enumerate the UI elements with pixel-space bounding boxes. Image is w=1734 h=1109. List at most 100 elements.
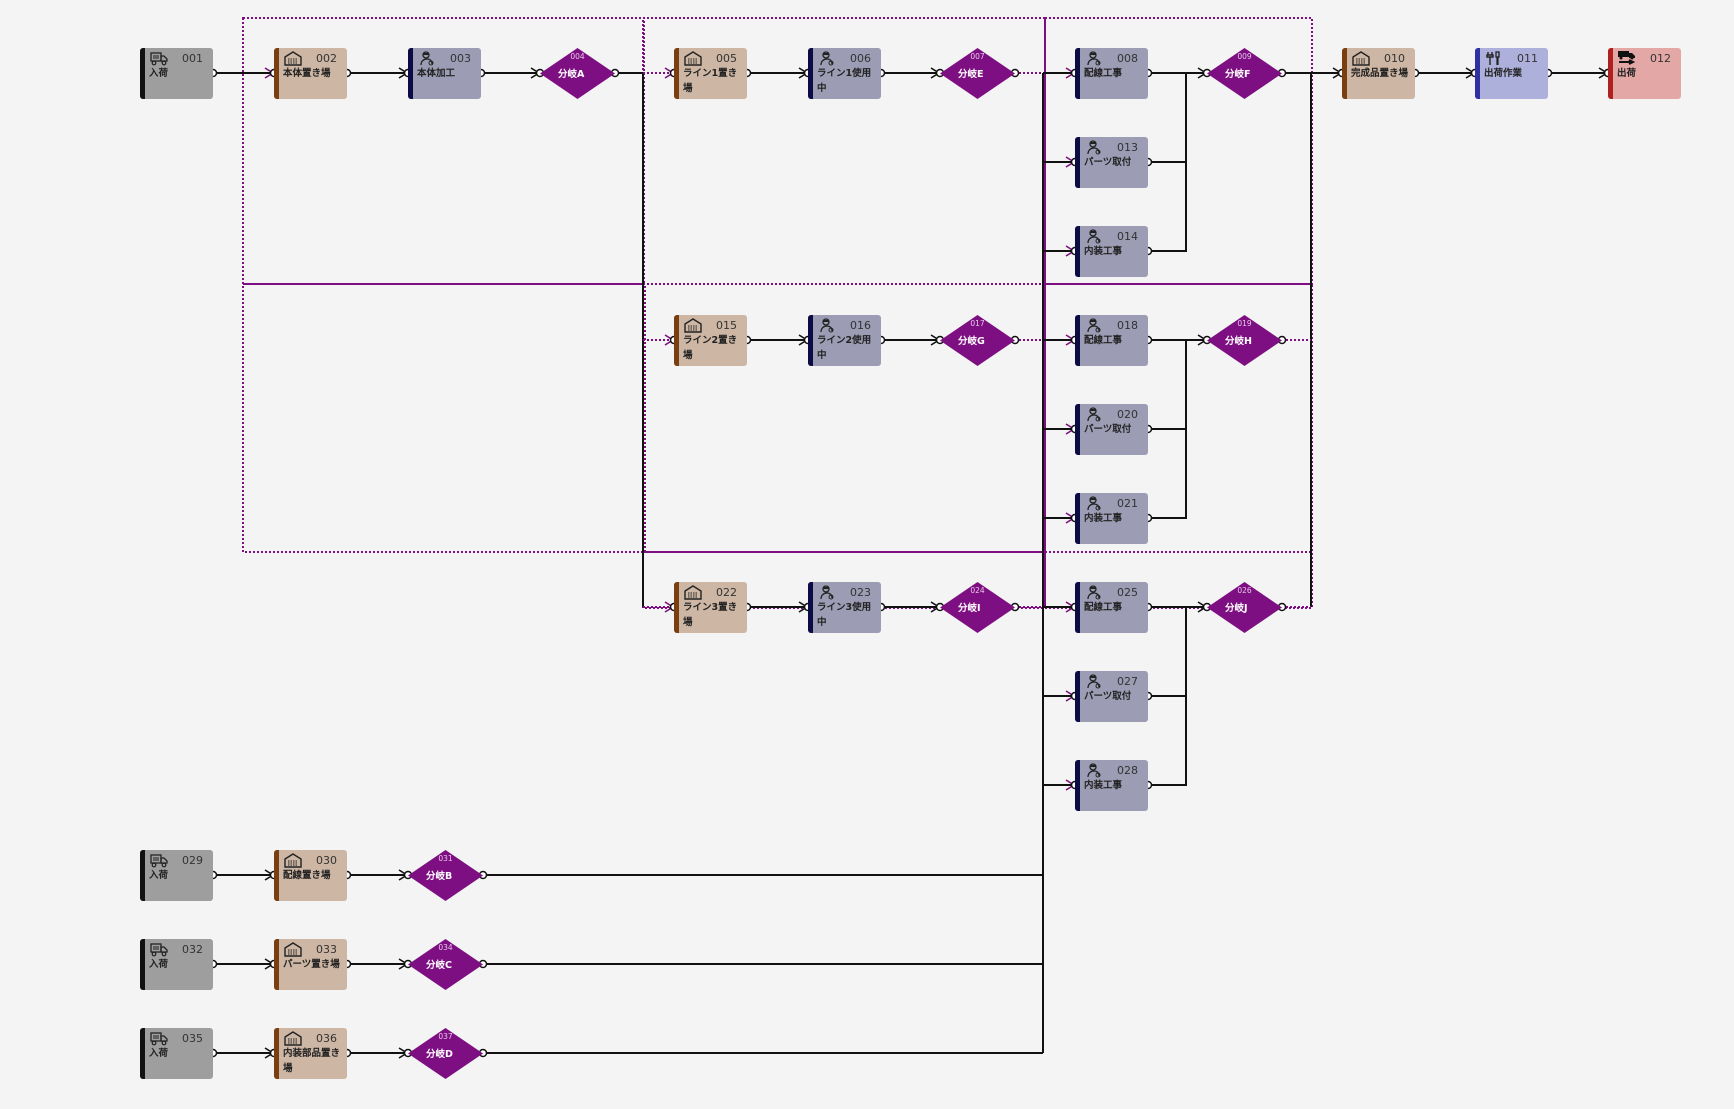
- warehouse-icon: [284, 852, 302, 868]
- process-node-029[interactable]: 029 入荷: [140, 849, 213, 901]
- node-id: 027: [1117, 674, 1138, 688]
- node-type-bar: [408, 47, 413, 99]
- worker-icon: [1085, 762, 1103, 778]
- node-label: 配線工事: [1084, 601, 1123, 613]
- node-id: 015: [716, 318, 737, 332]
- node-id: 016: [850, 318, 871, 332]
- node-type-bar: [674, 314, 679, 366]
- process-node-014[interactable]: 014 内装工事: [1075, 225, 1148, 277]
- warehouse-icon: [684, 50, 702, 66]
- branch-node-031[interactable]: 031 分岐B: [408, 849, 483, 901]
- node-id: 019: [1237, 318, 1252, 328]
- node-label: 配線工事: [1084, 334, 1123, 346]
- process-node-013[interactable]: 013 パーツ取付: [1075, 136, 1148, 188]
- process-node-002[interactable]: 002 本体置き場: [274, 47, 347, 99]
- node-id: 009: [1237, 51, 1252, 61]
- node-label: ライン1使用中: [817, 67, 872, 94]
- process-node-005[interactable]: 005 ライン1置き場: [674, 47, 747, 99]
- node-id: 020: [1117, 407, 1138, 421]
- worker-icon: [1085, 50, 1103, 66]
- node-id: 036: [316, 1031, 337, 1045]
- node-label: 分岐G: [958, 335, 985, 347]
- node-type-bar: [1475, 47, 1480, 99]
- diamond-shape-icon: [940, 581, 1015, 633]
- node-type-bar: [1075, 136, 1080, 188]
- process-node-011[interactable]: 011 出荷作業: [1475, 47, 1548, 99]
- branch-node-004[interactable]: 004 分岐A: [540, 47, 615, 99]
- tools-icon: [1485, 50, 1503, 66]
- process-node-033[interactable]: 033 パーツ置き場: [274, 938, 347, 990]
- node-type-bar: [274, 938, 279, 990]
- worker-icon: [818, 584, 836, 600]
- branch-node-026[interactable]: 026 分岐J: [1207, 581, 1282, 633]
- node-label: 入荷: [149, 869, 169, 881]
- process-node-028[interactable]: 028 内装工事: [1075, 759, 1148, 811]
- branch-node-009[interactable]: 009 分岐F: [1207, 47, 1282, 99]
- process-node-020[interactable]: 020 パーツ取付: [1075, 403, 1148, 455]
- worker-icon: [818, 317, 836, 333]
- node-label: ライン3使用中: [817, 601, 872, 628]
- branch-node-034[interactable]: 034 分岐C: [408, 938, 483, 990]
- truck-icon: [150, 942, 168, 957]
- branch-node-017[interactable]: 017 分岐G: [940, 314, 1015, 366]
- process-node-015[interactable]: 015 ライン2置き場: [674, 314, 747, 366]
- worker-icon: [818, 50, 836, 66]
- node-label: 分岐E: [958, 68, 984, 80]
- node-type-bar: [140, 47, 145, 99]
- process-node-001[interactable]: 001 入荷: [140, 47, 213, 99]
- branch-node-024[interactable]: 024 分岐I: [940, 581, 1015, 633]
- node-type-bar: [274, 47, 279, 99]
- node-label: 入荷: [149, 1047, 169, 1059]
- process-node-032[interactable]: 032 入荷: [140, 938, 213, 990]
- truck-icon: [150, 1031, 168, 1046]
- worker-icon: [1085, 584, 1103, 600]
- process-node-003[interactable]: 003 本体加工: [408, 47, 481, 99]
- node-id: 024: [970, 585, 985, 595]
- group-boundary: [242, 283, 646, 553]
- node-id: 035: [182, 1031, 203, 1045]
- process-node-030[interactable]: 030 配線置き場: [274, 849, 347, 901]
- branch-node-019[interactable]: 019 分岐H: [1207, 314, 1282, 366]
- process-node-012[interactable]: 012 出荷: [1608, 47, 1681, 99]
- branch-node-037[interactable]: 037 分岐D: [408, 1027, 483, 1079]
- process-node-022[interactable]: 022 ライン3置き場: [674, 581, 747, 633]
- node-label: 完成品置き場: [1351, 67, 1409, 79]
- node-id: 025: [1117, 585, 1138, 599]
- process-node-027[interactable]: 027 パーツ取付: [1075, 670, 1148, 722]
- process-node-035[interactable]: 035 入荷: [140, 1027, 213, 1079]
- node-label: 内装工事: [1084, 512, 1123, 524]
- process-node-023[interactable]: 023 ライン3使用中: [808, 581, 881, 633]
- process-node-006[interactable]: 006 ライン1使用中: [808, 47, 881, 99]
- process-node-025[interactable]: 025 配線工事: [1075, 581, 1148, 633]
- branch-node-007[interactable]: 007 分岐E: [940, 47, 1015, 99]
- warehouse-icon: [1352, 50, 1370, 66]
- worker-icon: [1085, 139, 1103, 155]
- diamond-shape-icon: [408, 1027, 483, 1079]
- diamond-shape-icon: [408, 938, 483, 990]
- node-type-bar: [808, 581, 813, 633]
- node-id: 018: [1117, 318, 1138, 332]
- edge-028-026[interactable]: [1148, 607, 1187, 786]
- node-type-bar: [1342, 47, 1347, 99]
- edge-014-009[interactable]: [1148, 73, 1187, 252]
- node-label: 分岐D: [426, 1048, 453, 1060]
- edge-021-019[interactable]: [1148, 340, 1187, 519]
- node-id: 007: [970, 51, 985, 61]
- node-label: パーツ取付: [1084, 423, 1132, 435]
- node-type-bar: [1075, 225, 1080, 277]
- node-label: 内装工事: [1084, 779, 1123, 791]
- node-label: 本体加工: [417, 67, 456, 79]
- process-node-021[interactable]: 021 内装工事: [1075, 492, 1148, 544]
- node-id: 012: [1650, 51, 1671, 65]
- process-node-010[interactable]: 010 完成品置き場: [1342, 47, 1415, 99]
- node-type-bar: [1075, 759, 1080, 811]
- node-type-bar: [1075, 47, 1080, 99]
- process-node-036[interactable]: 036 内装部品置き場: [274, 1027, 347, 1079]
- node-id: 032: [182, 942, 203, 956]
- node-label: 分岐C: [426, 959, 452, 971]
- process-node-018[interactable]: 018 配線工事: [1075, 314, 1148, 366]
- process-node-016[interactable]: 016 ライン2使用中: [808, 314, 881, 366]
- process-node-008[interactable]: 008 配線工事: [1075, 47, 1148, 99]
- node-id: 029: [182, 853, 203, 867]
- node-id: 004: [570, 51, 585, 61]
